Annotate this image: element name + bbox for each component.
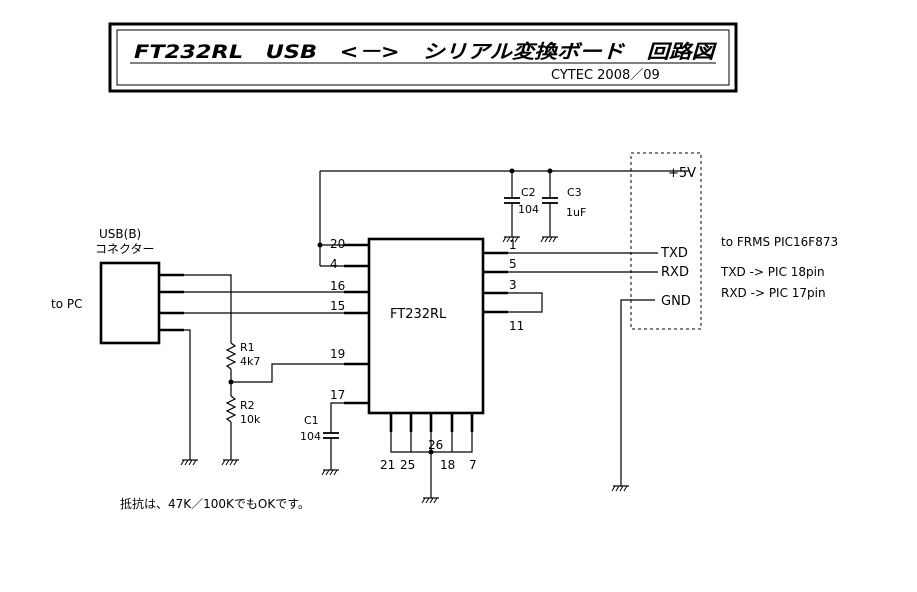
header-gnd-wire (620, 299, 655, 472)
capacitor-c2 (502, 171, 521, 243)
rxd-mapping: RXD -> PIC 17pin (721, 286, 826, 300)
resistor-note: 抵抗は、47K／100KでもOKです。 (120, 496, 310, 511)
pin-label-21: 21 (380, 458, 395, 472)
pin-label-25: 25 (400, 458, 415, 472)
ic-left-pins (344, 243, 369, 405)
ic-bottom-pins (389, 413, 474, 432)
title-block: FT232RL USB <－> シリアル変換ボード 回路図 CYTEC 2008… (108, 22, 738, 93)
ft232rl-ic (367, 237, 485, 415)
schematic-subtitle: CYTEC 2008／09 (551, 68, 660, 83)
pin17-wire (330, 402, 344, 433)
schematic-title: FT232RL USB <－> シリアル変換ボード 回路図 (134, 41, 718, 63)
pin-label-7: 7 (469, 458, 477, 472)
target-label: to FRMS PIC16F873 (721, 235, 838, 249)
usb-gnd-wire (184, 329, 191, 446)
c2-value: 104 (518, 203, 539, 216)
txd-mapping: TXD -> PIC 18pin (720, 265, 825, 279)
pin-label-20: 20 (330, 237, 345, 251)
usb-connector-pins (159, 273, 184, 332)
header-gnd-label: GND (661, 294, 691, 309)
pin-label-18: 18 (440, 458, 455, 472)
header-txd-label: TXD (660, 246, 688, 261)
pin-label-19: 19 (330, 347, 345, 361)
r2-value: 10k (240, 413, 261, 426)
c3-name: C3 (567, 186, 582, 199)
r1-name: R1 (240, 341, 255, 354)
pin-label-17: 17 (330, 388, 345, 402)
capacitor-c1 (321, 432, 340, 476)
c3-value: 1uF (566, 206, 586, 219)
c2-name: C2 (521, 186, 536, 199)
c1-name: C1 (304, 414, 319, 427)
pin-label-16: 16 (330, 279, 345, 293)
pin-label-4: 4 (330, 257, 338, 271)
pin-label-1: 1 (509, 238, 517, 252)
r1-value: 4k7 (240, 355, 260, 368)
to-pc-label: to PC (51, 297, 82, 311)
c1-value: 104 (300, 430, 321, 443)
header-rxd-label: RXD (661, 265, 689, 280)
vbus-sense-wire (231, 363, 344, 383)
pin-label-26: 26 (428, 438, 443, 452)
connector-name: USB(B) (99, 227, 141, 241)
target-header-box (630, 152, 702, 330)
ic-right-pins (483, 251, 508, 314)
pin-label-5: 5 (509, 257, 517, 271)
header-vcc-label: +5V (668, 166, 696, 181)
pin-label-15: 15 (330, 299, 345, 313)
pin-label-11: 11 (509, 319, 524, 333)
loopback-wire (508, 292, 543, 313)
pin-label-3: 3 (509, 278, 517, 292)
connector-name-jp: コネクター (95, 242, 155, 256)
resistor-r2 (225, 395, 237, 423)
capacitor-c3 (540, 171, 559, 243)
usb-vbus-wire (184, 274, 232, 343)
r2-name: R2 (240, 399, 255, 412)
usb-connector (99, 261, 161, 345)
resistor-r1 (225, 342, 237, 370)
ic-name: FT232RL (390, 307, 447, 322)
